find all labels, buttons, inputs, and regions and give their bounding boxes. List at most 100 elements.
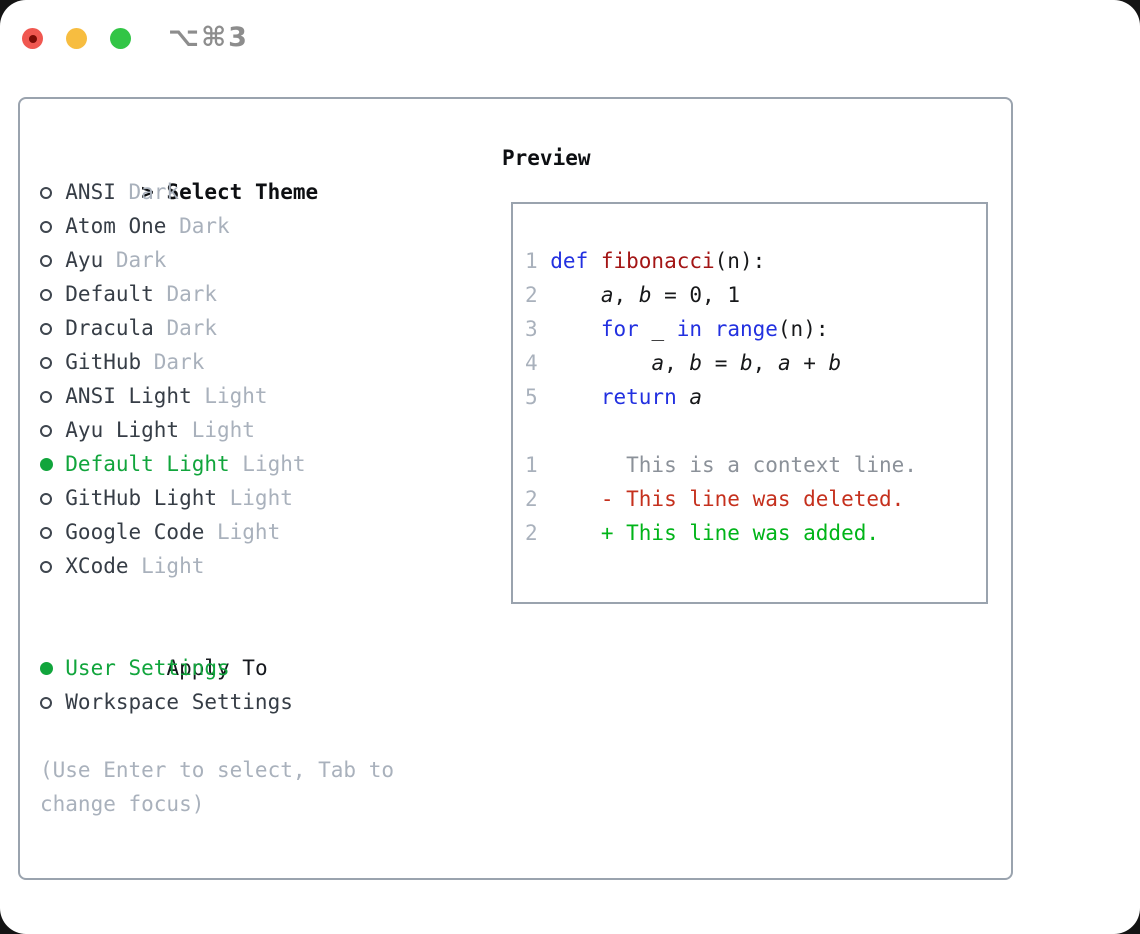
theme-option[interactable]: Google Code Light [40, 515, 394, 549]
theme-variant-tag: Light [141, 554, 205, 578]
focus-arrow: > [141, 180, 154, 204]
code-token: (n): [714, 249, 766, 273]
code-token: , [752, 351, 778, 375]
option-label: Default [65, 282, 154, 306]
radio-icon [40, 289, 52, 301]
option-label: Ayu [65, 248, 104, 272]
code-token: a [651, 351, 665, 375]
preview-title: Preview [502, 146, 591, 170]
option-label: ANSI [65, 180, 116, 204]
code-line: 2 + This line was added. [525, 516, 986, 550]
theme-variant-tag: Dark [179, 214, 230, 238]
select-theme-title: Select Theme [166, 180, 319, 204]
apply-to-option[interactable]: User Settings [40, 651, 394, 685]
code-token [550, 385, 601, 409]
code-token: = [702, 351, 740, 375]
code-line: 2 - This line was deleted. [525, 482, 986, 516]
code-token: a [600, 283, 614, 307]
code-line: 4 a, b = b, a + b [525, 346, 986, 380]
theme-variant-tag: Dark [128, 180, 180, 204]
code-token: _ [638, 317, 677, 341]
code-token: b [739, 351, 753, 375]
theme-variant-tag: Light [204, 384, 268, 408]
theme-option[interactable]: Ayu Dark [40, 243, 394, 277]
minimize-button[interactable] [66, 28, 87, 49]
radio-selected-icon [40, 458, 53, 471]
line-number: 2 [525, 487, 538, 511]
option-label: Workspace Settings [65, 690, 293, 714]
code-token: in [676, 317, 703, 341]
radio-icon [40, 323, 52, 335]
radio-icon [40, 391, 52, 403]
theme-variant-tag: Light [242, 452, 306, 476]
code-token: = 0, 1 [651, 283, 740, 307]
code-token: This is a context line. [550, 453, 917, 477]
code-token [550, 283, 601, 307]
radio-icon [40, 425, 52, 437]
line-number: 1 [525, 453, 538, 477]
theme-variant-tag: Light [217, 520, 281, 544]
code-token: b [638, 283, 652, 307]
option-label: Default Light [65, 452, 230, 476]
code-token: - This line was deleted. [550, 487, 905, 511]
radio-selected-icon [40, 662, 53, 675]
line-number: 4 [525, 351, 538, 375]
option-label: User Settings [65, 656, 230, 680]
line-number: 3 [525, 317, 538, 341]
option-label: XCode [65, 554, 129, 578]
code-token: (n): [777, 317, 829, 341]
code-token: b [828, 351, 842, 375]
option-label: ANSI Light [65, 384, 192, 408]
code-token [702, 317, 715, 341]
option-label: Dracula [65, 316, 154, 340]
theme-option[interactable]: ANSI Dark [40, 175, 394, 209]
code-token: + This line was added. [550, 521, 880, 545]
option-label: Google Code [65, 520, 205, 544]
theme-option[interactable]: ANSI Light Light [40, 379, 394, 413]
code-line: 3 for _ in range(n): [525, 312, 986, 346]
apply-to-title: Apply To [166, 656, 268, 680]
line-number: 1 [525, 249, 538, 273]
theme-variant-tag: Dark [115, 248, 167, 272]
radio-icon [40, 357, 52, 369]
code-token: a [689, 385, 703, 409]
help-line: change focus) [40, 792, 205, 816]
line-number: 2 [525, 521, 538, 545]
radio-icon [40, 255, 52, 267]
theme-variant-tag: Light [229, 486, 293, 510]
radio-icon [40, 527, 52, 539]
theme-option[interactable]: GitHub Light Light [40, 481, 394, 515]
code-token [550, 317, 601, 341]
unsaved-changes-dot [28, 34, 37, 43]
option-label: Ayu Light [65, 418, 180, 442]
maximize-button[interactable] [110, 28, 131, 49]
apply-to-option[interactable]: Workspace Settings [40, 685, 394, 719]
code-line: 5 return a [525, 380, 986, 414]
radio-icon [40, 697, 52, 709]
code-token: , [613, 283, 639, 307]
code-token: , [664, 351, 690, 375]
option-label: GitHub Light [65, 486, 217, 510]
code-line: 1 This is a context line. [525, 448, 986, 482]
theme-option[interactable]: Default Light Light [40, 447, 394, 481]
apply-to-header: Apply To [40, 617, 394, 680]
close-button[interactable] [22, 28, 43, 49]
code-token: + [790, 351, 829, 375]
code-token: a [777, 351, 791, 375]
code-line [525, 414, 986, 448]
theme-option[interactable]: XCode Light [40, 549, 394, 583]
code-token: def [550, 249, 601, 273]
window-titlebar: ⌥⌘3 [0, 0, 1140, 80]
